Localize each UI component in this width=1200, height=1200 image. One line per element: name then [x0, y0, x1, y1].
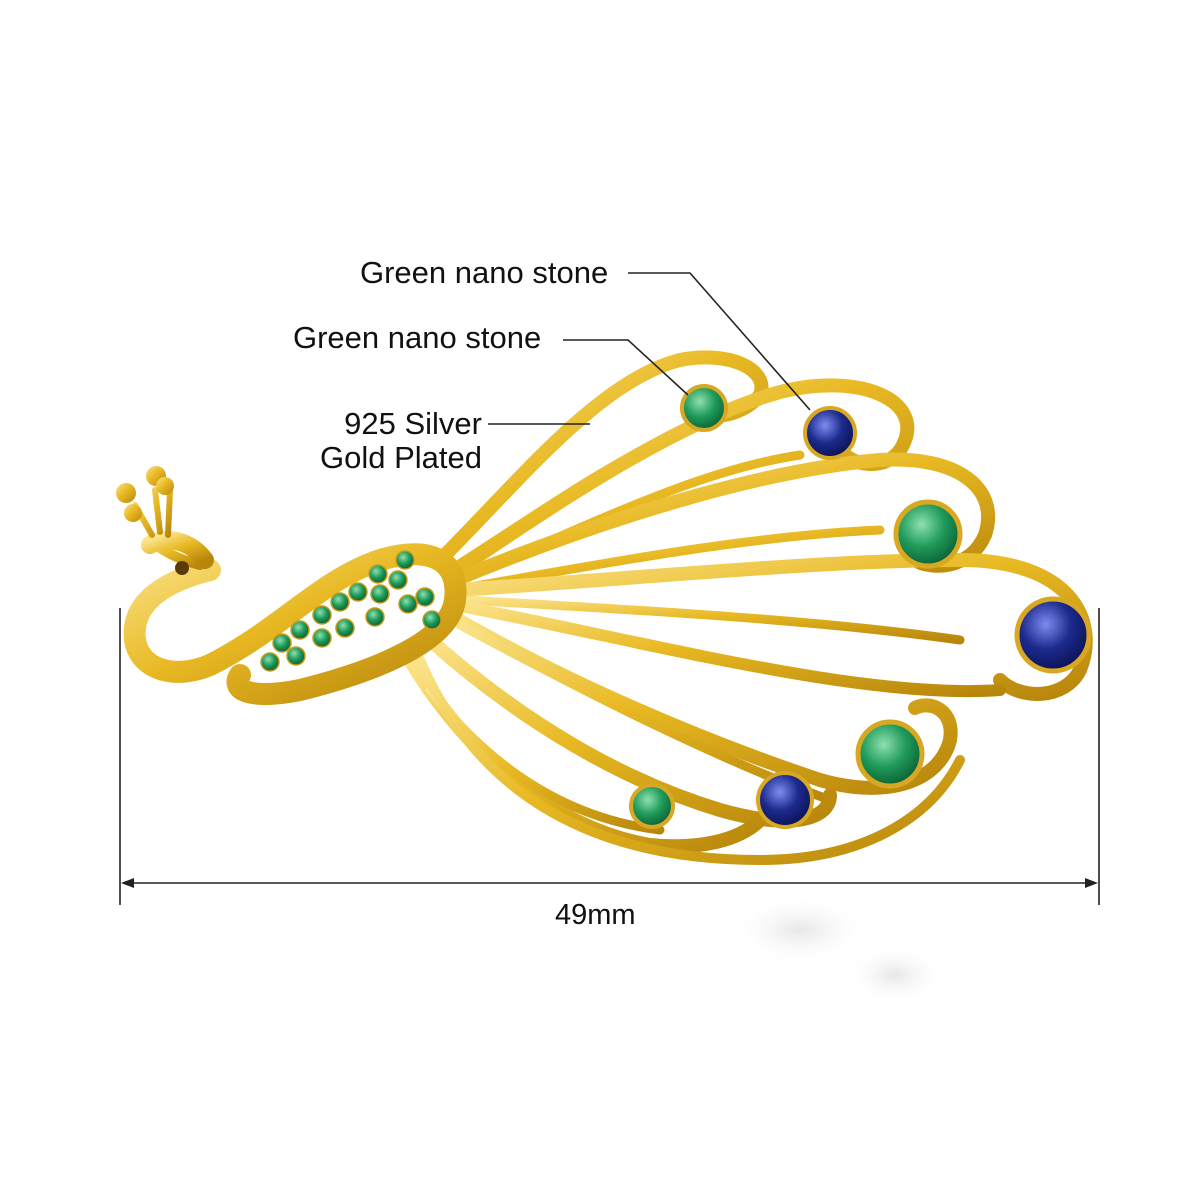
- sapphire-stone: [803, 406, 857, 460]
- gemstones: [629, 384, 1092, 829]
- stone-callout-label-mid: Green nano stone: [293, 320, 542, 355]
- emerald-stone: [629, 783, 675, 829]
- material-line-2: Gold Plated: [320, 440, 482, 475]
- emerald-stone: [893, 499, 963, 569]
- callout-lines: [488, 272, 811, 425]
- sapphire-stone: [756, 771, 814, 829]
- width-dimension-label: 49mm: [555, 899, 636, 931]
- emerald-stone: [855, 719, 925, 789]
- peacock-body: [123, 487, 467, 706]
- material-callout-label: 925 Silver Gold Plated: [320, 407, 482, 475]
- dimension-line: [119, 608, 1100, 905]
- emerald-stone: [680, 384, 728, 432]
- reflection-shadow: [730, 895, 945, 1005]
- stone-callout-label-top: Green nano stone: [360, 255, 609, 290]
- peacock-eye: [175, 561, 189, 575]
- crest-balls: [116, 466, 174, 522]
- tail-feathers: [403, 350, 1093, 865]
- pave-emeralds: [260, 550, 442, 672]
- sapphire-stone: [1014, 596, 1092, 674]
- material-line-1: 925 Silver: [344, 406, 482, 441]
